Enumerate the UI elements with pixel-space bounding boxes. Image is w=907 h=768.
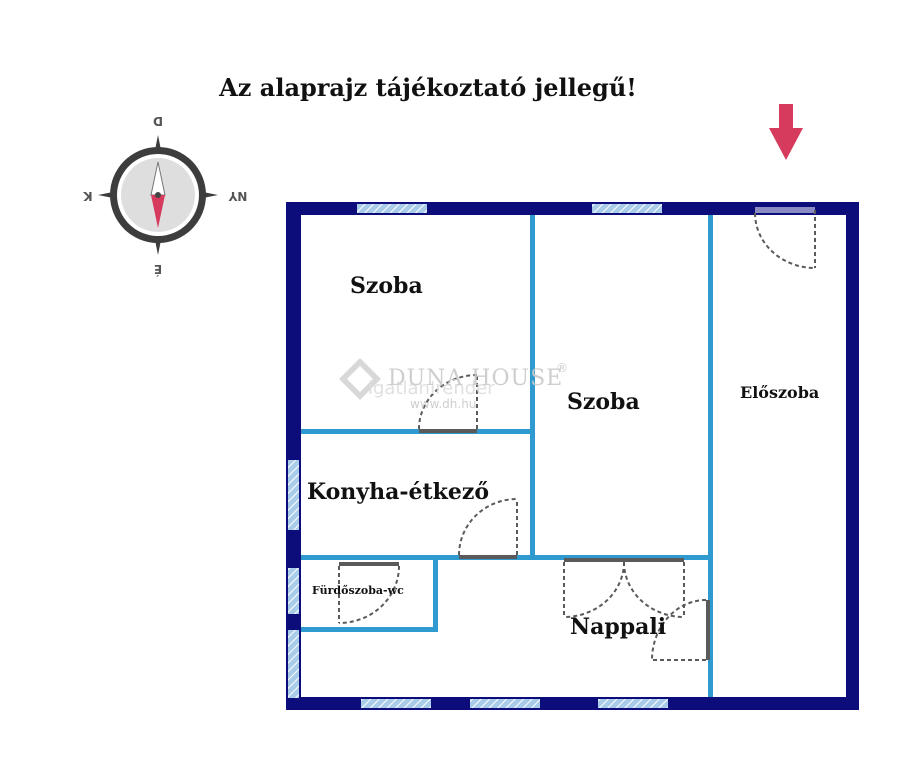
compass-label-ny: NY	[228, 189, 247, 203]
window-left-1	[288, 460, 299, 530]
door-eloszoba-side	[651, 599, 710, 661]
entry-arrow-icon	[769, 104, 803, 160]
compass-label-k: K	[83, 189, 93, 203]
watermark: igatlanIrender DUNA HOUSE www.dh.hu ®	[339, 358, 568, 411]
window-left-3	[288, 630, 299, 698]
compass-label-d: D	[153, 114, 163, 128]
compass-label-e: É	[154, 262, 162, 277]
window-bottom-2	[470, 699, 540, 708]
watermark-ghost-text: igatlanIrender	[368, 378, 495, 399]
window-left-2	[288, 568, 299, 614]
room-label-szoba-1: Szoba	[350, 273, 423, 299]
plan-title: Az alaprajz tájékoztató jellegű!	[218, 73, 637, 102]
door-konyha	[458, 498, 518, 559]
watermark-registered: ®	[556, 361, 568, 375]
room-label-furdoszoba: Fürdőszoba-wc	[312, 584, 404, 597]
room-label-eloszoba: Előszoba	[740, 383, 819, 402]
room-label-szoba-2: Szoba	[567, 389, 640, 415]
door-furdo	[338, 562, 400, 624]
window-top-1	[357, 204, 427, 213]
windows	[288, 204, 668, 708]
doors	[338, 207, 816, 661]
window-top-2	[592, 204, 662, 213]
window-bottom-1	[361, 699, 431, 708]
door-szoba-1	[418, 374, 478, 433]
door-entry	[754, 207, 816, 269]
compass-icon: D É K NY	[83, 114, 248, 277]
watermark-url: www.dh.hu	[410, 397, 476, 411]
room-label-konyha: Konyha-étkező	[307, 479, 489, 505]
needle-south	[151, 195, 165, 228]
room-label-nappali: Nappali	[570, 614, 666, 640]
needle-pivot	[155, 192, 161, 198]
watermark-brand: DUNA HOUSE	[388, 366, 563, 391]
window-bottom-3	[598, 699, 668, 708]
door-nappali-double	[563, 558, 685, 618]
